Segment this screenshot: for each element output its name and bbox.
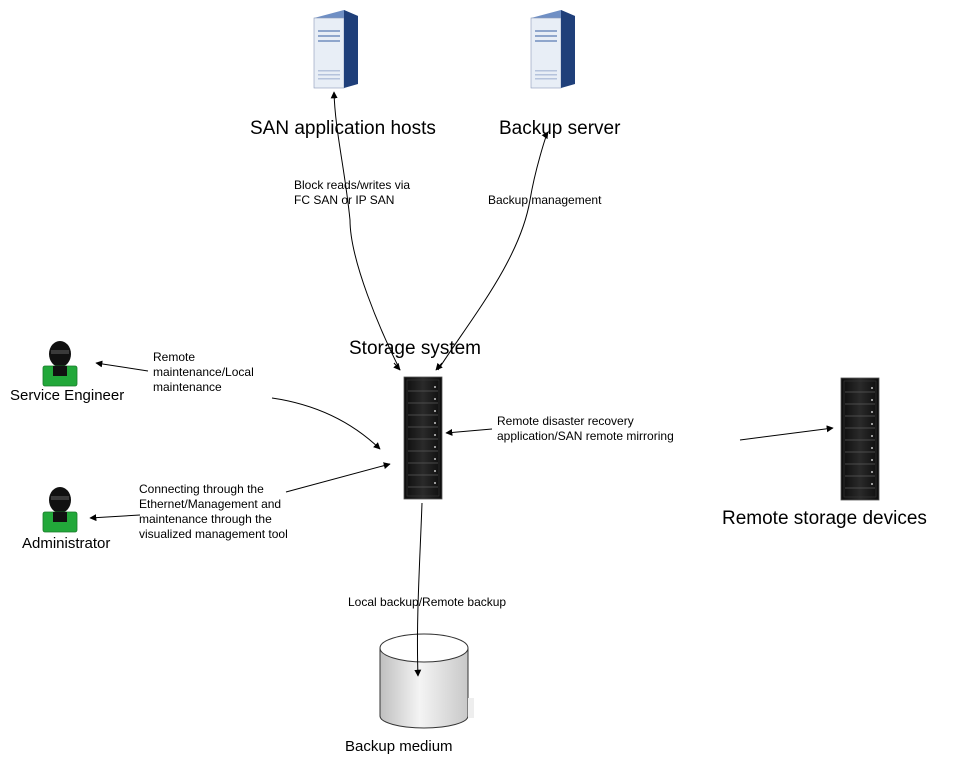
administrator-label: Administrator — [22, 535, 111, 552]
service-engineer-person-icon — [42, 341, 78, 387]
backup-server-icon — [530, 10, 575, 89]
edge-local-backup — [414, 502, 423, 677]
edge-maint-to-engineer — [95, 360, 149, 372]
backup-server-label: Backup server — [499, 118, 621, 139]
san-hosts-server-icon — [313, 10, 358, 89]
remote-dr-label: Remote disaster recovery application/SAN… — [497, 414, 674, 443]
service-engineer-label: Service Engineer — [10, 387, 125, 404]
block-rw-label: Block reads/writes via FC SAN or IP SAN — [294, 178, 411, 207]
edge-maint-to-storage — [271, 397, 381, 450]
edge-storage-in-left — [393, 362, 401, 371]
remote-maint-label: Remote maintenance/Local maintenance — [153, 350, 254, 394]
administrator-person-icon — [42, 487, 78, 533]
edge-dr-to-remote — [739, 425, 834, 441]
connectors — [89, 91, 834, 677]
backup-medium-label: Backup medium — [345, 738, 453, 755]
storage-system-label: Storage system — [349, 338, 481, 359]
edge-storage-in-right — [435, 362, 443, 371]
edge-eth-to-admin — [89, 514, 141, 522]
edge-eth-to-storage — [285, 462, 391, 493]
edge-dr-to-storage — [445, 428, 493, 436]
storage-system-rack-icon — [403, 376, 443, 500]
san-hosts-label: SAN application hosts — [250, 118, 436, 139]
remote-storage-label: Remote storage devices — [722, 508, 927, 529]
edge-block-rw — [330, 91, 401, 371]
backup-mgmt-label: Backup management — [488, 193, 602, 207]
remote-storage-rack-icon — [840, 377, 880, 501]
edge-backup-mgmt — [437, 131, 549, 371]
backup-medium-disk-icon — [379, 633, 474, 729]
eth-mgmt-label: Connecting through the Ethernet/Manageme… — [139, 482, 288, 541]
local-backup-label: Local backup/Remote backup — [348, 595, 507, 609]
